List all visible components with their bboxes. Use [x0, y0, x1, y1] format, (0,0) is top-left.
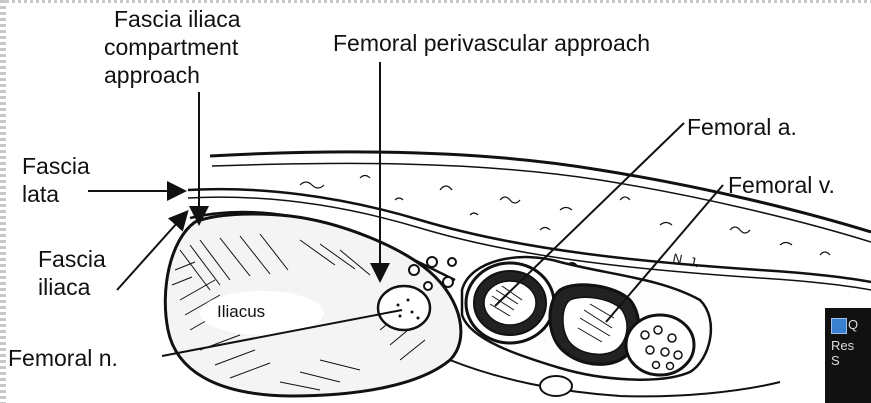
label-fascia-lata-line2: lata	[22, 181, 59, 207]
label-iliacus: Iliacus	[217, 302, 265, 322]
femoral-artery-lumen	[484, 281, 536, 325]
app-icon	[831, 318, 847, 334]
label-fascia-lata-line1: Fascia	[22, 153, 90, 179]
label-fascia-iliaca-compartment-line3: approach	[104, 62, 200, 88]
thumbnail-text-1: Q	[848, 317, 858, 332]
small-vessel	[540, 376, 572, 396]
overlay-thumbnail[interactable]: Q Res S	[825, 308, 871, 403]
label-fascia-iliaca-compartment-line1: Fascia iliaca	[114, 6, 241, 32]
label-femoral-vein: Femoral v.	[728, 172, 835, 198]
femoral-vein-inner	[563, 297, 627, 354]
artist-initials: N. J.	[671, 250, 700, 270]
thumbnail-text-3: S	[831, 353, 840, 368]
label-femoral-artery: Femoral a.	[687, 114, 797, 140]
femoral-nerve	[378, 286, 430, 330]
label-femoral-perivascular-approach: Femoral perivascular approach	[333, 30, 650, 56]
label-fascia-iliaca-line2: iliaca	[38, 274, 90, 300]
label-fascia-iliaca-compartment-line2: compartment	[104, 34, 238, 60]
thumbnail-text-2: Res	[831, 338, 854, 353]
label-fascia-iliaca-line1: Fascia	[38, 246, 106, 272]
label-femoral-nerve: Femoral n.	[8, 345, 118, 371]
